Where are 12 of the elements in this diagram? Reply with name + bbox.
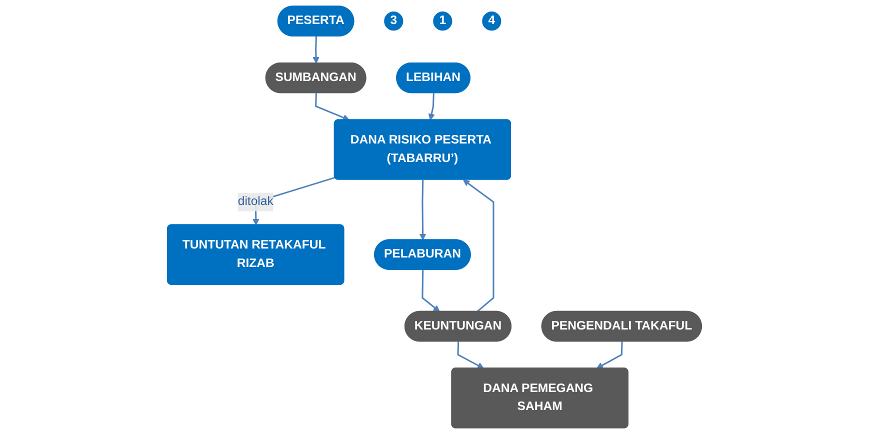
arrow — [312, 36, 320, 64]
arrow — [315, 93, 350, 121]
arrow — [596, 342, 623, 369]
arrow — [462, 180, 494, 312]
node-circle: 3 — [384, 12, 404, 31]
node-circle: 4 — [482, 12, 502, 31]
arrow — [457, 342, 484, 369]
arrow — [428, 93, 435, 120]
arrow — [419, 180, 426, 240]
arrow — [422, 270, 440, 312]
edge-label: ditolak — [238, 195, 274, 208]
node-circle: 1 — [433, 12, 452, 31]
